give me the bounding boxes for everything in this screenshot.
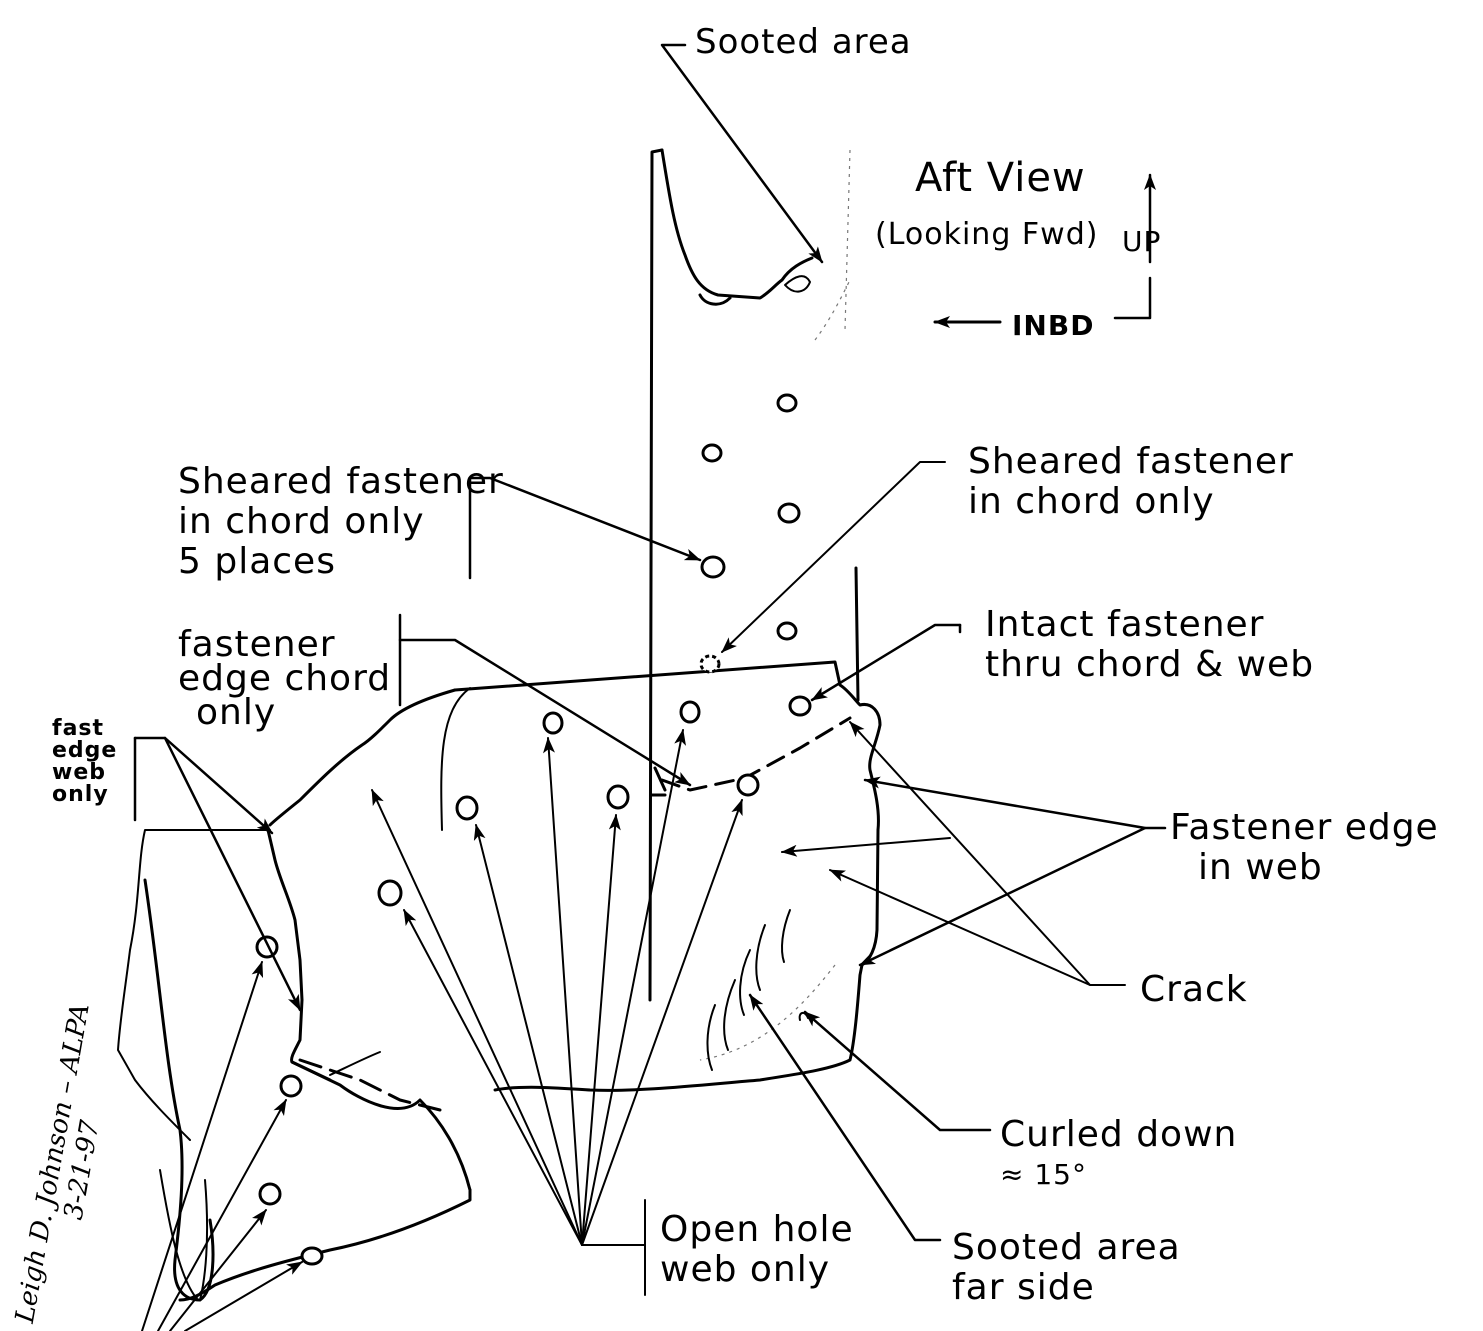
fastener-holes [255, 393, 812, 1266]
curled-down-label: Curled down ≈ 15° [1000, 1115, 1237, 1195]
line-3: web [52, 760, 106, 785]
web-panel [117, 660, 882, 1302]
soot-marks [706, 909, 809, 1071]
line-1: Sheared fastener [968, 441, 1294, 482]
open-hole-label: Open hole web only [660, 1210, 854, 1290]
line-2: in chord only [968, 481, 1215, 522]
sooted-area-top-label: Sooted area [695, 22, 912, 62]
line-2: ≈ 15° [1000, 1158, 1087, 1191]
fastener-edge-web-label: Fastener edge in web [1170, 808, 1439, 888]
sooted-far-label: Sooted area far side [952, 1228, 1181, 1308]
line-3: 5 places [178, 541, 336, 582]
crack-label: Crack [1140, 969, 1248, 1010]
intact-fastener-label: Intact fastener thru chord & web [985, 605, 1314, 685]
sheared-fastener-label: Sheared fastener in chord only [968, 442, 1294, 522]
line-2: in web [1198, 847, 1323, 888]
up-label: UP [1122, 225, 1162, 258]
inbd-label: INBD [1012, 309, 1095, 342]
line-2: far side [952, 1267, 1095, 1308]
line-2: web only [660, 1249, 831, 1290]
sheared-fastener-5-label: Sheared fastener in chord only 5 places [178, 462, 504, 582]
line-1: Intact fastener [985, 604, 1265, 645]
view-subtitle: (Looking Fwd) [875, 217, 1099, 252]
view-title: Aft View [915, 155, 1086, 201]
fastener-edge-chord-label: fastener edge chord only [178, 624, 392, 733]
line-2: thru chord & web [985, 644, 1315, 685]
line-1: Fastener edge [1170, 807, 1439, 848]
line-1: fast [52, 716, 105, 741]
line-2: in chord only [178, 501, 425, 542]
line-1: Sheared fastener [178, 461, 504, 502]
fast-edge-web-label: fast edge web only [52, 718, 117, 806]
line-1: Sooted area [952, 1227, 1181, 1268]
leaders [133, 43, 1167, 1331]
line-3: only [196, 692, 277, 733]
line-2: edge chord [178, 658, 392, 699]
line-4: only [52, 782, 109, 807]
chord-member [648, 148, 860, 1002]
line-1: Curled down [1000, 1114, 1238, 1155]
line-1: fastener [178, 624, 336, 665]
line-1: Open hole [660, 1209, 854, 1250]
line-2: edge [52, 738, 118, 763]
